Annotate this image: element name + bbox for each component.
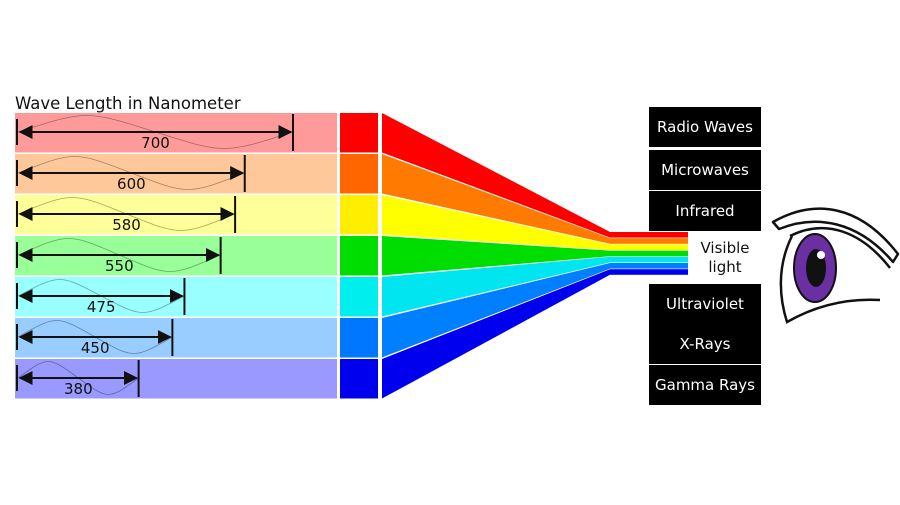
fan-segment bbox=[382, 154, 610, 244]
spectrum-box-label: Microwaves bbox=[661, 161, 749, 179]
visible-stripe bbox=[610, 232, 688, 238]
spectrum-box-label: Radio Waves bbox=[657, 118, 753, 136]
visible-label-line-2: light bbox=[708, 258, 741, 276]
eye-lid-lower bbox=[779, 235, 881, 324]
wavelength-label: 550 bbox=[105, 257, 134, 275]
wavelength-label: 380 bbox=[64, 380, 93, 398]
spectrum-box-label: Infrared bbox=[675, 202, 734, 220]
spectrum-box-bg bbox=[649, 284, 761, 324]
band-row: 380 bbox=[15, 359, 378, 399]
diagram-title: Wave Length in Nanometer bbox=[15, 94, 241, 113]
visible-label-line-1: Visible bbox=[701, 239, 750, 257]
spectrum-box-bg bbox=[649, 324, 761, 364]
spectrum-box: Radio Waves bbox=[649, 107, 761, 147]
fan-segment bbox=[382, 256, 610, 317]
visible-stripe bbox=[610, 256, 688, 263]
band-color-swatch bbox=[340, 154, 378, 194]
band-color-swatch bbox=[340, 359, 378, 399]
wavelength-label: 475 bbox=[87, 298, 116, 316]
fan-segment bbox=[382, 263, 610, 358]
eye-highlight bbox=[817, 251, 825, 259]
visible-stripe bbox=[610, 238, 688, 244]
band-row: 475 bbox=[15, 277, 378, 317]
eye-lid-upper bbox=[789, 227, 891, 269]
band-row: 450 bbox=[15, 318, 378, 358]
spectrum-box: X-Rays bbox=[649, 324, 761, 364]
visible-light-label: Visible light bbox=[701, 239, 750, 276]
band-row: 700 bbox=[15, 113, 378, 153]
spectrum-box-label: Ultraviolet bbox=[666, 295, 744, 313]
spectrum-box-label: X-Rays bbox=[680, 335, 731, 353]
band-row: 550 bbox=[15, 236, 378, 276]
band-color-swatch bbox=[340, 277, 378, 317]
spectrum-box-bg bbox=[649, 365, 761, 405]
spectrum-box: Infrared bbox=[649, 191, 761, 231]
visible-stripe bbox=[610, 244, 688, 250]
spectrum-box-bg bbox=[649, 191, 761, 231]
visible-stripe bbox=[610, 250, 688, 257]
spectrum-boxes: Radio WavesMicrowavesInfraredUltraviolet… bbox=[649, 107, 761, 405]
spectrum-box: Microwaves bbox=[649, 150, 761, 190]
band-color-swatch bbox=[340, 195, 378, 235]
band-color-swatch bbox=[340, 318, 378, 358]
wavelength-label: 600 bbox=[117, 175, 146, 193]
light-fan bbox=[382, 113, 688, 399]
band-color-swatch bbox=[340, 113, 378, 153]
eyebrow-shape bbox=[771, 207, 900, 264]
wavelength-label: 700 bbox=[141, 134, 170, 152]
wavelength-label: 450 bbox=[81, 339, 110, 357]
fan-segment bbox=[382, 195, 610, 250]
fan-segment bbox=[382, 113, 610, 238]
visible-stripe bbox=[610, 263, 688, 269]
spectrum-box-label: Gamma Rays bbox=[655, 376, 755, 394]
band-row: 600 bbox=[15, 154, 378, 194]
spectrum-box: Gamma Rays bbox=[649, 365, 761, 405]
spectrum-box-bg bbox=[649, 107, 761, 147]
eye-icon bbox=[771, 207, 900, 324]
spectrum-box: Ultraviolet bbox=[649, 284, 761, 324]
spectrum-box-bg bbox=[649, 150, 761, 190]
fan-segment bbox=[382, 269, 610, 399]
fan-segment bbox=[382, 236, 610, 276]
visible-stripe bbox=[610, 269, 688, 275]
wavelength-bands: 700 600 580 550 475 450 380 bbox=[15, 113, 378, 399]
band-color-swatch bbox=[340, 236, 378, 276]
wavelength-label: 580 bbox=[112, 216, 141, 234]
band-row: 580 bbox=[15, 195, 378, 235]
